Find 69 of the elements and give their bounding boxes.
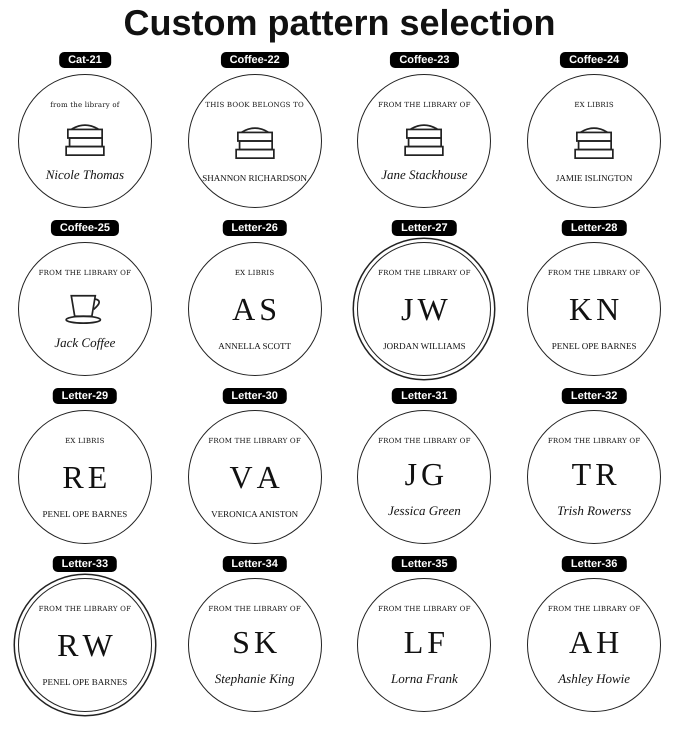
- owner-name: JORDAN WILLIAMS: [383, 341, 466, 351]
- pattern-tag: Coffee-24: [560, 52, 628, 68]
- monogram-letter: R: [595, 457, 617, 491]
- pattern-tag: Coffee-23: [390, 52, 458, 68]
- stamp-design: [527, 74, 662, 208]
- stamp-design: [188, 242, 322, 376]
- pattern-tag: Letter-28: [562, 220, 626, 236]
- pattern-tag: Letter-34: [222, 556, 287, 572]
- stamp-design: [188, 74, 322, 208]
- monogram-letter: R: [62, 460, 84, 494]
- monogram-letter: F: [427, 625, 446, 659]
- monogram-letter: W: [418, 292, 448, 326]
- owner-name: Lorna Frank: [390, 671, 458, 687]
- stamp-design: [357, 578, 492, 712]
- owner-name: VERONICA ANISTON: [211, 509, 298, 519]
- monogram-letter: L: [404, 625, 424, 659]
- monogram-letter: A: [256, 460, 280, 494]
- owner-name: PENEL OPE BARNES: [552, 341, 636, 351]
- owner-name: Jack Coffee: [54, 335, 116, 351]
- owner-name: PENEL OPE BARNES: [42, 677, 128, 687]
- pattern-tag: Coffee-22: [220, 52, 289, 68]
- monogram-letter: J: [401, 292, 414, 326]
- owner-name: ANNELLA SCOTT: [218, 341, 291, 351]
- stamp-design: [357, 74, 492, 208]
- monogram-letter: W: [82, 628, 113, 662]
- monogram-letter: J: [404, 457, 418, 491]
- stamp-design: [188, 410, 322, 544]
- monogram-letter: K: [569, 292, 592, 326]
- monogram-letter: E: [88, 460, 108, 494]
- monogram-letter: S: [232, 625, 250, 659]
- monogram-letter: R: [57, 628, 78, 662]
- monogram-letter: A: [232, 292, 256, 326]
- pattern-tag: Letter-29: [52, 388, 118, 404]
- pattern-tag: Letter-31: [392, 388, 457, 404]
- owner-name: Trish Rowerss: [557, 503, 632, 519]
- owner-name: Jane Stackhouse: [381, 167, 468, 183]
- stamp-design: [527, 242, 662, 376]
- pattern-tag: Letter-33: [52, 556, 118, 572]
- owner-name: PENEL OPE BARNES: [42, 509, 128, 519]
- pattern-tag: Letter-26: [222, 220, 287, 236]
- pattern-tag: Letter-27: [392, 220, 457, 236]
- owner-name: SHANNON RICHARDSON: [202, 173, 307, 183]
- monogram-letter: N: [596, 292, 620, 326]
- stamp-design: [18, 242, 152, 376]
- pattern-tag: Cat-21: [59, 52, 111, 68]
- owner-name: Ashley Howie: [558, 671, 630, 687]
- owner-name: JAMIE ISLINGTON: [556, 173, 632, 183]
- stamp-design: [357, 410, 492, 544]
- stamp-design: [188, 578, 322, 712]
- monogram-letter: A: [569, 625, 592, 659]
- stamp-design: [18, 74, 152, 208]
- monogram-letter: T: [572, 457, 592, 491]
- monogram-letter: V: [230, 460, 253, 494]
- monogram-letter: K: [254, 625, 278, 659]
- monogram-letter: G: [421, 457, 444, 491]
- monogram-letter: H: [596, 625, 620, 659]
- monogram-letter: S: [259, 292, 278, 326]
- pattern-tag: Letter-32: [562, 388, 626, 404]
- stamp-design: [527, 578, 662, 712]
- owner-name: Stephanie King: [214, 671, 295, 687]
- pattern-tag: Letter-30: [222, 388, 287, 404]
- stamp-design: [527, 410, 662, 544]
- stamp-design: [18, 410, 152, 544]
- pattern-tag: Letter-36: [562, 556, 626, 572]
- owner-name: Jessica Green: [388, 503, 461, 519]
- page-title: Custom pattern selection: [122, 2, 557, 44]
- owner-name: Nicole Thomas: [46, 167, 124, 183]
- pattern-tag: Coffee-25: [50, 220, 119, 236]
- pattern-tag: Letter-35: [392, 556, 457, 572]
